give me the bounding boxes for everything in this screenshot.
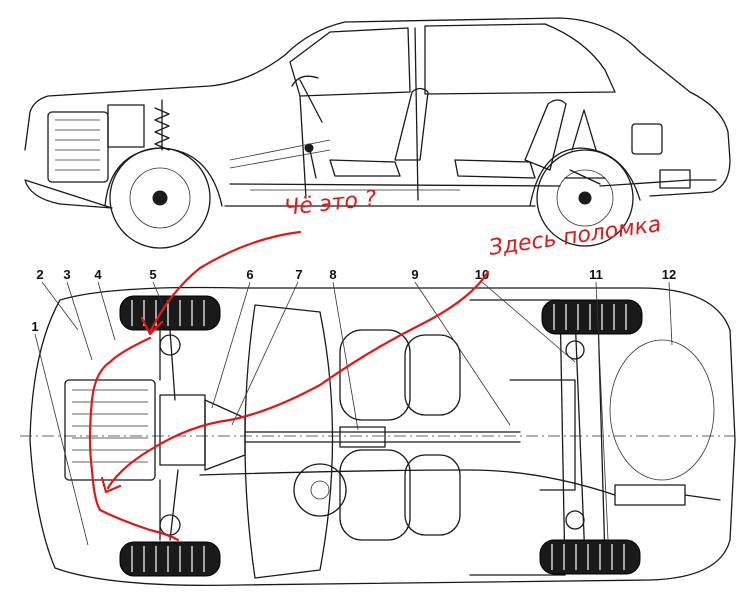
side-steering-wheel [291,75,323,123]
side-body-outline [24,17,731,209]
top-fuel-tank [609,339,715,481]
callout-9: 9 [411,267,418,282]
top-driveshaft [244,431,521,443]
top-windshield [244,304,334,579]
callout-1: 1 [31,319,38,334]
side-front-strut [154,99,170,151]
callout-11: 11 [589,267,603,282]
top-front-seats [339,329,461,541]
outline-front-assembly [88,336,180,542]
note-question: Чё это ? [283,186,378,221]
side-front-seat [329,87,429,177]
side-rear-seat [454,99,567,179]
arrow-question [148,230,302,334]
top-view: 1 2 3 4 5 6 7 8 9 10 11 12 [20,267,736,587]
side-rear-wheel [536,149,634,247]
top-front-right-tire [119,541,221,577]
top-muffler [614,484,686,506]
callout-2: 2 [36,267,43,282]
callout-6: 6 [246,267,253,282]
callout-12: 12 [662,267,676,282]
top-steering-wheel [293,463,347,517]
callout-3: 3 [63,267,70,282]
side-view [24,17,731,249]
callout-8: 8 [329,267,336,282]
top-body-outline [29,286,736,587]
side-exhaust [229,179,717,187]
top-rear-left-tire [541,299,643,335]
top-rear-axle [574,314,606,561]
callout-5: 5 [149,267,156,282]
arrow-answer [106,270,490,490]
side-windows [289,23,616,97]
top-rear-right-tire [539,539,641,575]
callout-4: 4 [94,267,102,282]
callout-7: 7 [295,267,302,282]
side-front-wheel [109,147,211,249]
callout-leaders [34,281,673,546]
top-engine [64,379,156,481]
side-engine [47,111,109,183]
callout-10: 10 [475,267,489,282]
note-answer: Здесь поломка [487,212,662,261]
